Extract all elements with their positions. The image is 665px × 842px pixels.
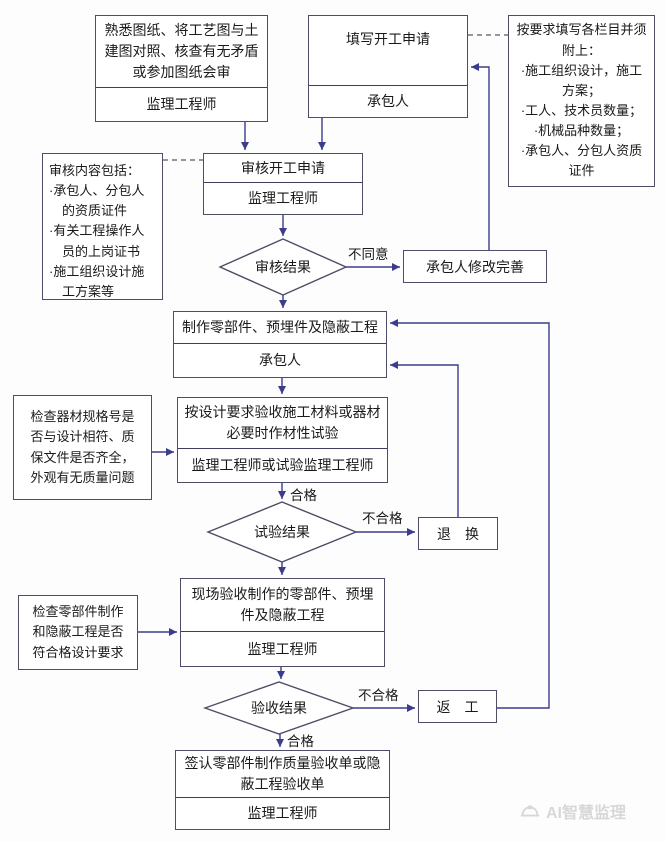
edge-revise-to-application <box>471 63 490 250</box>
edge-label-pass-test: 合格 <box>290 488 317 503</box>
node-prepare-role: 监理工程师 <box>96 87 267 121</box>
note-form-requirements-item: ·施工组织设计，施工方案； <box>520 62 643 98</box>
node-rework: 返 工 <box>418 690 497 723</box>
node-return-replace: 退 换 <box>418 517 498 550</box>
node-material-acceptance-line: 按设计要求验收施工材料或器材 <box>184 404 381 420</box>
node-fabricate: 制作零部件、预埋件及隐蔽工程 承包人 <box>173 311 387 378</box>
note-review-scope: 审核内容包括： ·承包人、分包人的资质证件 ·有关工程操作人员的上岗证书 ·施工… <box>42 153 163 300</box>
edge-label-pass-acceptance: 合格 <box>287 734 314 749</box>
node-sign-form-text: 签认零部件制作质量验收单或隐蔽工程验收单 <box>184 755 381 792</box>
node-site-acceptance-role: 监理工程师 <box>181 631 384 666</box>
note-form-requirements: 按要求填写各栏目并须附上： ·施工组织设计，施工方案； ·工人、技术员数量； ·… <box>508 15 655 187</box>
note-form-requirements-title: 按要求填写各栏目并须附上： <box>516 22 647 58</box>
decision-review-result-label: 审核结果 <box>255 259 311 275</box>
node-sign-form-role: 监理工程师 <box>176 797 389 829</box>
note-review-scope-item: ·施工组织设计施工方案等 <box>49 263 145 299</box>
node-material-acceptance-text: 按设计要求验收施工材料或器材 必要时作材性试验 <box>178 398 387 448</box>
edge-label-disagree: 不同意 <box>348 247 389 262</box>
node-fill-application-text: 填写开工申请 <box>346 31 430 47</box>
note-review-scope-item: ·承包人、分包人的资质证件 <box>49 183 145 219</box>
watermark: AI智慧监理 <box>519 799 626 823</box>
edge-label-fail-test: 不合格 <box>362 511 403 526</box>
node-sign-form: 签认零部件制作质量验收单或隐蔽工程验收单 监理工程师 <box>175 750 390 830</box>
node-material-acceptance: 按设计要求验收施工材料或器材 必要时作材性试验 监理工程师或试验监理工程师 <box>177 397 388 483</box>
edge-label-fail-acceptance: 不合格 <box>358 688 399 703</box>
node-fill-application: 填写开工申请 承包人 <box>308 15 468 118</box>
note-form-requirements-item: ·机械品种数量； <box>533 123 630 139</box>
edge-return-to-fabricate <box>390 361 459 517</box>
node-review-application-role: 监理工程师 <box>204 182 362 214</box>
note-review-scope-item: ·有关工程操作人员的上岗证书 <box>49 223 145 259</box>
edge-rework-to-fabricate <box>390 319 550 709</box>
node-fabricate-text: 制作零部件、预埋件及隐蔽工程 <box>182 319 378 335</box>
watermark-text: AI智慧监理 <box>546 805 627 822</box>
hard-hat-icon <box>520 805 540 817</box>
node-prepare: 熟悉图纸、将工艺图与土建图对照、核查有无矛盾或参加图纸会审 监理工程师 <box>95 15 268 122</box>
node-prepare-text: 熟悉图纸、将工艺图与土建图对照、核查有无矛盾或参加图纸会审 <box>104 22 259 80</box>
node-revise: 承包人修改完善 <box>403 250 547 283</box>
note-review-scope-title: 审核内容包括： <box>49 163 141 178</box>
decision-acceptance-result-label: 验收结果 <box>251 700 307 716</box>
node-review-application-text: 审核开工申请 <box>241 159 325 176</box>
note-form-requirements-item: ·承包人、分包人资质证件 <box>520 143 643 179</box>
node-fill-application-role: 承包人 <box>309 85 467 117</box>
note-material-check: 检查器材规格号是否与设计相符、质保文件是否齐全，外观有无质量问题 <box>13 395 152 500</box>
decision-test-result-label: 试验结果 <box>254 524 310 540</box>
node-material-acceptance-role: 监理工程师或试验监理工程师 <box>178 448 387 482</box>
node-site-acceptance-text: 现场验收制作的零部件、预埋件及隐蔽工程 <box>191 586 374 623</box>
node-site-acceptance: 现场验收制作的零部件、预埋件及隐蔽工程 监理工程师 <box>180 578 385 667</box>
node-material-acceptance-line: 必要时作材性试验 <box>226 425 339 441</box>
note-parts-check: 检查零部件制作和隐蔽工程是否符合格设计要求 <box>18 595 138 670</box>
note-form-requirements-item: ·工人、技术员数量； <box>520 103 643 118</box>
node-review-application: 审核开工申请 监理工程师 <box>203 153 363 215</box>
node-fabricate-role: 承包人 <box>174 343 386 377</box>
